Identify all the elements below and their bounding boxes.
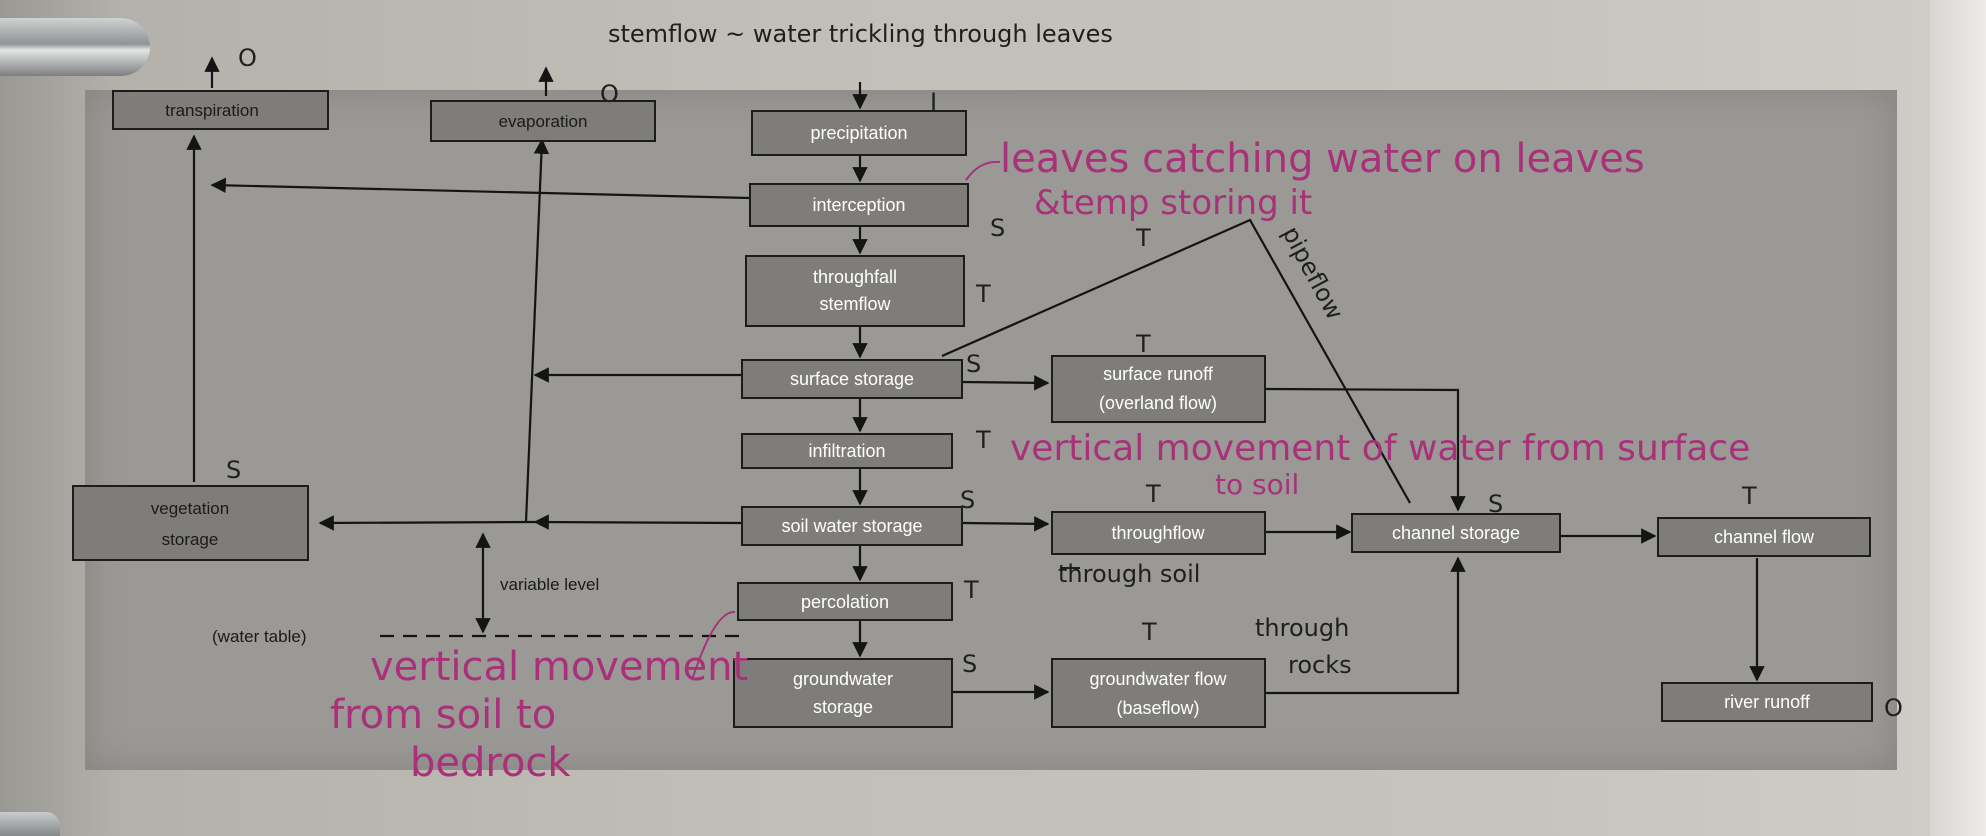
marker-channel-flow: T [1741, 482, 1757, 510]
throughflow-note: through soil [1058, 560, 1200, 588]
percolation-note-3: bedrock [410, 740, 571, 786]
precipitation-label: precipitation [810, 123, 907, 143]
page-edge [1930, 0, 1986, 836]
transpiration-label: transpiration [165, 101, 259, 120]
stemflow-note: stemflow ~ water trickling through leave… [608, 20, 1113, 48]
evaporation-label: evaporation [499, 112, 588, 131]
groundwater-flow-label: groundwater flow [1089, 669, 1227, 689]
box-channel-flow: channel flow [1657, 517, 1871, 557]
marker-percolation: T [963, 576, 979, 604]
pipeflow-line [941, 218, 1411, 504]
marker-channel-storage: S [1488, 490, 1503, 518]
marker-river-runoff: O [1884, 694, 1903, 722]
marker-surface-storage: S [966, 350, 981, 378]
arrow-runoff-channel [1264, 387, 1466, 512]
arrow-baseflow-channel [1265, 556, 1466, 695]
throughflow-label: throughflow [1111, 523, 1205, 543]
box-percolation: percolation [737, 582, 953, 621]
through-rocks-note: through [1255, 614, 1349, 642]
arrow-soil-left [533, 514, 743, 530]
arrow-soil-throughflow [961, 516, 1050, 532]
marker-vegetation: S [226, 456, 241, 484]
box-groundwater-storage: groundwater storage [733, 658, 953, 728]
variable-level-label: variable level [500, 575, 599, 594]
channel-flow-label: channel flow [1714, 527, 1815, 547]
infiltration-note-2: to soil [1215, 468, 1299, 501]
surface-runoff-label: surface runoff [1103, 364, 1214, 384]
interception-note-2: &temp storing it [1034, 183, 1312, 223]
interception-label: interception [812, 195, 905, 215]
water-table-label: (water table) [212, 627, 306, 646]
interception-note: leaves catching water on leaves [1000, 136, 1645, 182]
rocks-note: rocks [1288, 651, 1352, 679]
overland-flow-label: (overland flow) [1099, 393, 1217, 413]
marker-soil-water: S [960, 486, 975, 514]
marker-surface-runoff: T [1135, 330, 1151, 358]
box-vegetation-storage: vegetation storage [72, 485, 309, 561]
diagram-panel [85, 90, 1897, 770]
box-throughfall: throughfall stemflow [745, 255, 965, 327]
arrow-surface-runoff [961, 375, 1050, 391]
box-throughflow: throughflow [1051, 511, 1266, 555]
box-surface-storage: surface storage [741, 359, 963, 399]
vegetation-storage-label: storage [162, 530, 219, 549]
box-soil-water-storage: soil water storage [741, 506, 963, 546]
throughfall-label: throughfall [813, 267, 897, 287]
infiltration-label: infiltration [808, 441, 885, 461]
marker-transpiration: O [238, 44, 257, 72]
marker-throughflow: T [1145, 480, 1161, 508]
arrow-to-vegetation [318, 515, 536, 531]
pipeflow-note: pipeflow [1277, 222, 1349, 325]
percolation-note-2: from soil to [330, 692, 556, 738]
box-surface-runoff: surface runoff (overland flow) [1051, 355, 1266, 423]
groundwater-storage-label: storage [813, 697, 873, 717]
binder-ring [0, 18, 150, 76]
percolation-note: vertical movement [370, 644, 748, 690]
binder-ring-lower [0, 812, 60, 836]
river-runoff-label: river runoff [1724, 692, 1811, 712]
box-evaporation: evaporation [430, 100, 656, 142]
marker-precipitation: I [930, 88, 937, 116]
box-infiltration: infiltration [741, 433, 953, 469]
arrow-to-evaporation [524, 138, 550, 523]
box-groundwater-flow: groundwater flow (baseflow) [1051, 658, 1266, 728]
infiltration-note: vertical movement of water from surface [1010, 428, 1750, 469]
marker-groundwater-flow: T [1141, 618, 1157, 646]
groundwater-label: groundwater [793, 669, 893, 689]
stemflow-label: stemflow [819, 294, 891, 314]
box-interception: interception [749, 183, 969, 227]
channel-storage-label: channel storage [1392, 523, 1520, 543]
marker-interception-link: T [1135, 224, 1151, 252]
marker-evaporation: O [600, 80, 619, 108]
vegetation-label: vegetation [151, 499, 229, 518]
percolation-note-pointer [691, 610, 736, 681]
marker-throughfall: T [975, 280, 991, 308]
box-channel-storage: channel storage [1351, 513, 1561, 553]
box-transpiration: transpiration [112, 90, 329, 130]
box-river-runoff: river runoff [1661, 682, 1873, 722]
baseflow-label: (baseflow) [1116, 698, 1199, 718]
soil-water-storage-label: soil water storage [781, 516, 922, 536]
interception-note-pointer [965, 160, 1001, 181]
marker-interception: S [990, 214, 1005, 242]
box-precipitation: precipitation [751, 110, 967, 156]
marker-infiltration: T [975, 426, 991, 454]
arrow-interception-left [210, 177, 751, 200]
surface-storage-label: surface storage [790, 369, 914, 389]
marker-groundwater-storage: S [962, 650, 977, 678]
percolation-label: percolation [801, 592, 889, 612]
